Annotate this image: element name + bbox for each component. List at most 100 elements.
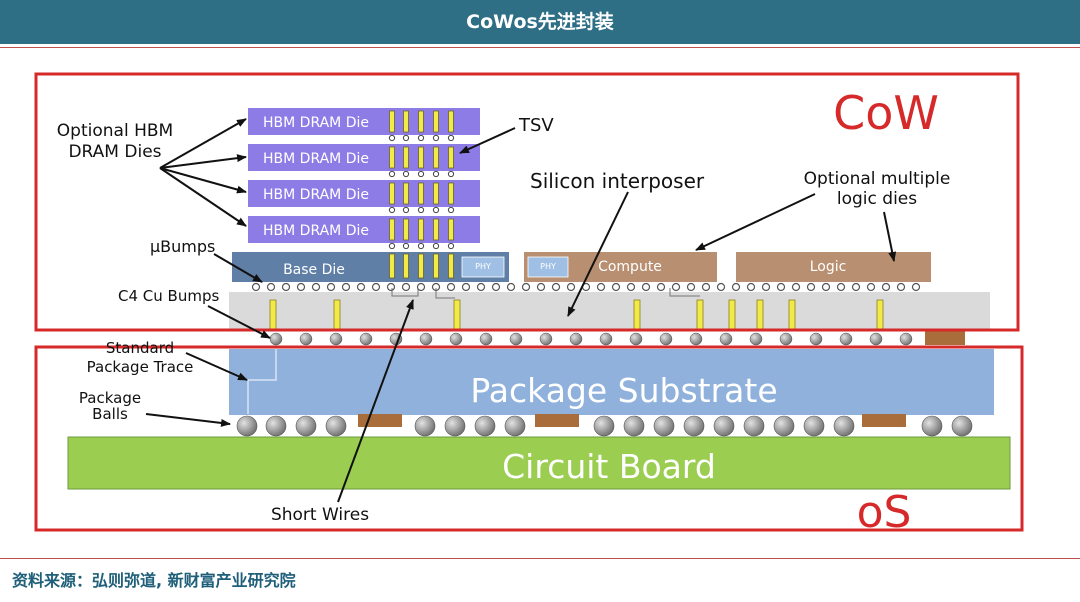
compute-die-label: Compute (598, 259, 662, 275)
arrow-ubumps (213, 253, 263, 283)
tsv-microbump (417, 242, 425, 250)
package-ball (921, 415, 943, 437)
hbm-stack: HBM DRAM Die HBM DRAM Die HBM DRAM Die H… (248, 108, 480, 243)
arrow-hbm-4 (159, 167, 247, 227)
micro-bump (266, 282, 276, 292)
logic-die (736, 252, 931, 282)
tsv-columns (388, 110, 455, 279)
arrow-silicon-interposer (567, 191, 629, 317)
c4-bump (899, 332, 913, 346)
micro-bump (761, 282, 771, 292)
interposer-via (453, 299, 461, 331)
header-divider (0, 47, 1080, 48)
micro-bump (536, 282, 546, 292)
package-ball (713, 415, 735, 437)
short-wire-trace (669, 288, 700, 297)
circuit-board (67, 436, 1011, 490)
cow-frame (34, 72, 1020, 332)
micro-bump (551, 282, 561, 292)
base-die-label: Base Die (283, 262, 345, 278)
arrow-package-balls (145, 413, 231, 427)
optional-logic-callout-line2: logic dies (837, 189, 917, 209)
micro-bump (296, 282, 306, 292)
tsv-microbump (447, 242, 455, 250)
hbm-die-4-label: HBM DRAM Die (263, 223, 369, 239)
micro-bump (491, 282, 501, 292)
micro-bump (506, 282, 516, 292)
tsv (403, 146, 409, 169)
interposer-via (728, 299, 736, 331)
interposer-via (696, 299, 704, 331)
arrow-logic-dies-1 (695, 193, 816, 251)
micro-bump (281, 282, 291, 292)
tsv (403, 182, 409, 205)
micro-bump (791, 282, 801, 292)
micro-bump (686, 282, 696, 292)
c4-bump (269, 332, 283, 346)
package-ball (414, 415, 436, 437)
package-ball (474, 415, 496, 437)
tsv (448, 218, 454, 241)
tsv (418, 218, 424, 241)
callout-arrows (145, 118, 897, 503)
tsv-microbump (417, 134, 425, 142)
tsv-microbump (388, 134, 396, 142)
micro-bump (731, 282, 741, 292)
package-balls-callout-line1: Package (79, 389, 141, 407)
tsv-microbump (402, 242, 410, 250)
micro-bump (746, 282, 756, 292)
arrow-standard-trace (185, 352, 248, 381)
package-ball (504, 415, 526, 437)
micro-bump (806, 282, 816, 292)
short-wire-trace (435, 288, 455, 299)
interposer-via (876, 299, 884, 331)
package-substrate (229, 349, 994, 415)
hbm-die-1-label: HBM DRAM Die (263, 115, 369, 131)
interposer-via (633, 299, 641, 331)
package-ball (803, 415, 825, 437)
micro-bump (566, 282, 576, 292)
arrow-c4-bumps (207, 305, 271, 339)
os-label: oS (857, 487, 912, 538)
micro-bump (776, 282, 786, 292)
tsv-microbump (432, 242, 440, 250)
interposer-via (756, 299, 764, 331)
tsv-microbump (447, 170, 455, 178)
c4-bump (839, 332, 853, 346)
tsv-base-die (389, 253, 395, 279)
optional-hbm-callout-line2: DRAM Dies (68, 142, 161, 162)
micro-bump (701, 282, 711, 292)
c4-bump (689, 332, 703, 346)
c4-bump (449, 332, 463, 346)
tsv (418, 182, 424, 205)
micro-bump (821, 282, 831, 292)
c4-bump (419, 332, 433, 346)
arrow-hbm-3 (159, 167, 247, 194)
title-bar (0, 0, 1080, 44)
tsv-base-die (448, 253, 454, 279)
footer-divider (0, 558, 1080, 559)
source-note: 资料来源：弘则弥道, 新财富产业研究院 (12, 571, 296, 590)
optional-hbm-callout-line1: Optional HBM (57, 121, 173, 141)
tsv-microbump (447, 206, 455, 214)
micro-bump (401, 282, 411, 292)
package-ball (653, 415, 675, 437)
c4-bump (659, 332, 673, 346)
tsv-microbump (417, 170, 425, 178)
package-ball (325, 415, 347, 437)
short-wire-trace (391, 288, 419, 297)
package-ball (773, 415, 795, 437)
tsv (389, 182, 395, 205)
c4-bump (869, 332, 883, 346)
c4-bump (749, 332, 763, 346)
package-balls-callout-line2: Balls (92, 405, 128, 423)
package-ball (833, 415, 855, 437)
hbm-die-2 (248, 144, 480, 171)
micro-bump (896, 282, 906, 292)
tsv-microbump (432, 170, 440, 178)
cow-label: CoW (833, 86, 939, 140)
tsv-microbump (402, 206, 410, 214)
arrow-logic-dies-2 (883, 211, 897, 262)
micro-bump (461, 282, 471, 292)
tsv-base-die (433, 253, 439, 279)
